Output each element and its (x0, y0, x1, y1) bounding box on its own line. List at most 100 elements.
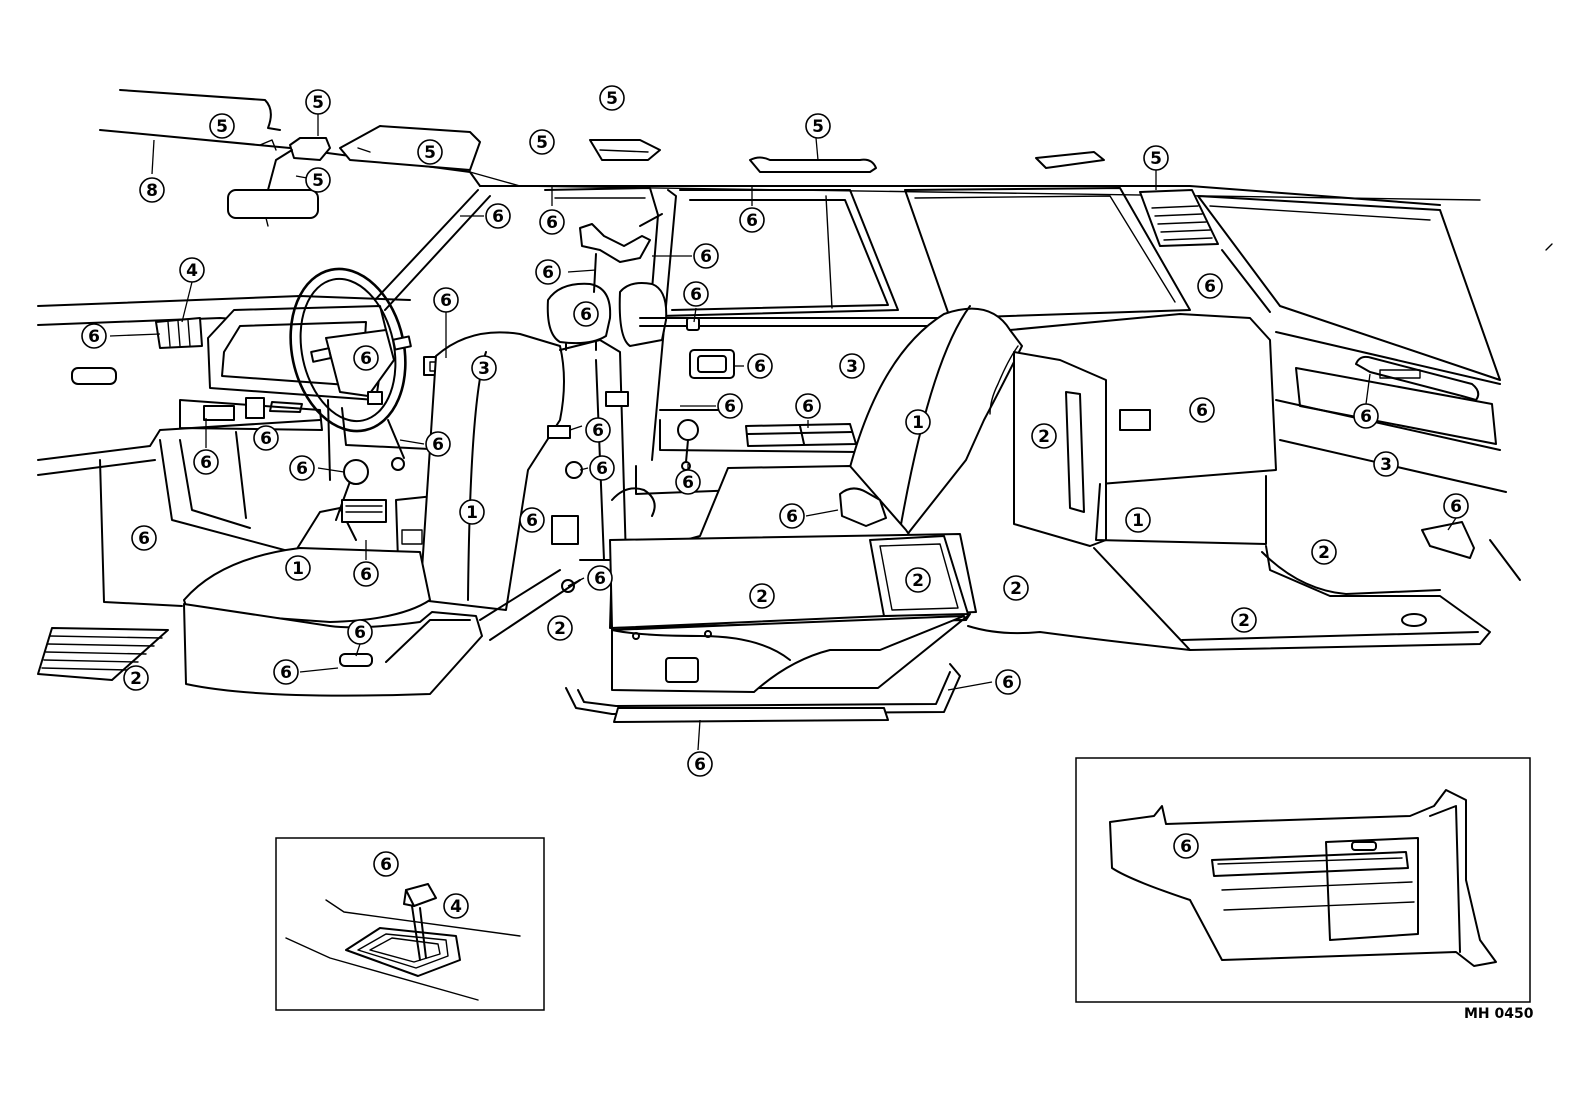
callout-1-deck-board: 1 (1125, 507, 1151, 533)
callout-6-headrest: 6 (573, 301, 599, 327)
shift-lever-knob (343, 459, 369, 485)
callout-6-kick-panel: 6 (131, 525, 157, 551)
callout-number: 6 (754, 357, 766, 377)
rear-seat-back (839, 307, 1023, 537)
callout-circle (1031, 423, 1057, 449)
inset-automatic-shift (275, 837, 545, 1011)
callout-4-vent: 4 (179, 257, 205, 283)
callout-5-sunvisor-clip: 5 (305, 89, 331, 115)
callout-2-cushion-side: 2 (905, 567, 931, 593)
callout-number: 1 (912, 413, 924, 433)
dome-lamp (589, 139, 661, 161)
callout-number: 6 (432, 435, 444, 455)
sun-visor (339, 125, 481, 171)
callout-4-inset-at-indicator: 4 (443, 893, 469, 919)
callout-circle (675, 469, 701, 495)
callout-circle (193, 449, 219, 475)
callout-6-pillar-trim: 6 (519, 507, 545, 533)
callout-circle (81, 323, 107, 349)
callout-circle (443, 893, 469, 919)
callout-circle (795, 393, 821, 419)
callout-6-inset-quarter: 6 (1173, 833, 1199, 859)
dash-switch-left (71, 367, 117, 385)
callout-6-deck-side: 6 (1443, 493, 1469, 519)
callout-circle (139, 177, 165, 203)
callout-circle (693, 243, 719, 269)
body-openings (374, 187, 1501, 461)
callout-number: 6 (746, 211, 758, 231)
callout-number: 6 (580, 305, 592, 325)
callout-circle (589, 455, 615, 481)
callout-circle (1173, 833, 1199, 859)
dash-lower-switch-2 (245, 397, 265, 419)
luggage-side-trim (1421, 521, 1475, 559)
inset-quarter-trim (1075, 757, 1531, 1003)
callout-3-quarter: 3 (1373, 451, 1399, 477)
callout-number: 5 (312, 171, 324, 191)
callout-number: 6 (592, 421, 604, 441)
callout-circle (353, 345, 379, 371)
callout-6-glovebox: 6 (193, 449, 219, 475)
sun-visor-holder (289, 137, 331, 161)
assist-grip (749, 156, 877, 173)
callout-5-roof-mid: 5 (529, 129, 555, 155)
callout-number: 5 (536, 133, 548, 153)
callout-2-rear-cushion: 2 (749, 583, 775, 609)
callout-number: 6 (354, 623, 366, 643)
callout-5-mirror: 5 (305, 167, 331, 193)
callout-circle (123, 665, 149, 691)
callout-5-dome-lamp: 5 (599, 85, 625, 111)
callout-number: 6 (1360, 407, 1372, 427)
callout-number: 5 (812, 117, 824, 137)
callout-6-pillar-lower: 6 (589, 455, 615, 481)
callout-circle (529, 129, 555, 155)
callout-6-quarter-trim-upper: 6 (1197, 273, 1223, 299)
callout-number: 6 (138, 529, 150, 549)
callout-number: 8 (146, 181, 158, 201)
callout-number: 3 (478, 359, 490, 379)
callout-6-horn-pad: 6 (353, 345, 379, 371)
roof-headliner (99, 89, 1481, 247)
callout-6-rear-buckle: 6 (779, 503, 805, 529)
callout-6-switch: 6 (433, 287, 459, 313)
callout-circle (519, 507, 545, 533)
door-lock-knob (686, 317, 700, 331)
callout-circle (347, 619, 373, 645)
callout-circle (587, 565, 613, 591)
callout-number: 6 (260, 429, 272, 449)
callout-number: 6 (596, 459, 608, 479)
callout-circle (905, 567, 931, 593)
callout-1-front-cushion: 1 (285, 555, 311, 581)
cargo-area (967, 243, 1553, 651)
callout-number: 4 (450, 897, 462, 917)
callout-circle (179, 257, 205, 283)
callout-6-lock-knob: 6 (683, 281, 709, 307)
callout-6-dash-left: 6 (81, 323, 107, 349)
callout-6-seat-slide: 6 (347, 619, 373, 645)
callout-circle (353, 561, 379, 587)
callout-number: 6 (360, 565, 372, 585)
callout-6-column: 6 (425, 431, 451, 457)
callout-6-regulator: 6 (717, 393, 743, 419)
callout-number: 6 (682, 473, 694, 493)
callout-circle (749, 583, 775, 609)
callout-number: 6 (200, 453, 212, 473)
leader-lines (109, 114, 1457, 751)
callout-6-seatbelt-anchor: 6 (693, 243, 719, 269)
callout-circle (289, 455, 315, 481)
callout-number: 1 (292, 559, 304, 579)
pillar-switch (547, 425, 571, 439)
callout-number: 1 (1132, 511, 1144, 531)
callout-6-rear-grip: 6 (1353, 403, 1379, 429)
callout-number: 4 (186, 261, 198, 281)
callout-6-inset-at-knob: 6 (373, 851, 399, 877)
callout-6-scuff: 6 (687, 751, 713, 777)
callout-circle (373, 851, 399, 877)
callout-number: 6 (492, 207, 504, 227)
callout-2-cargo-side: 2 (1311, 539, 1337, 565)
callout-circle (1189, 397, 1215, 423)
callout-number: 2 (1038, 427, 1050, 447)
callout-number: 6 (786, 507, 798, 527)
callout-circle (305, 167, 331, 193)
